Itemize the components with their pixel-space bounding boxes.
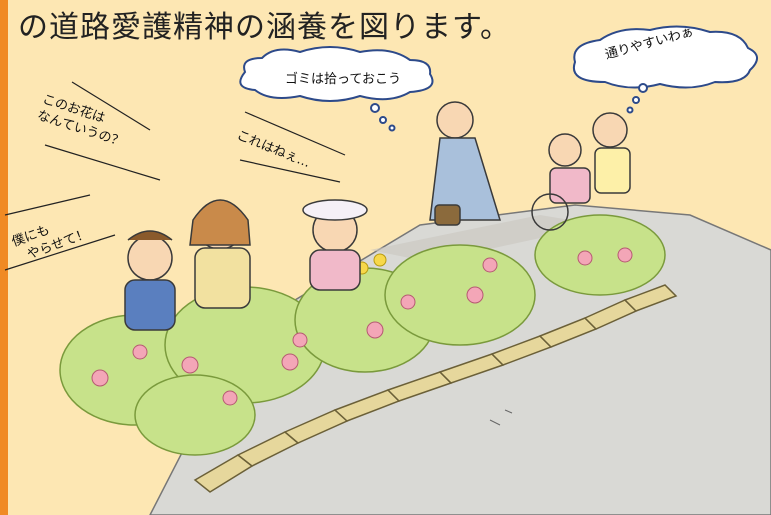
accent-bar — [0, 0, 8, 515]
mother-figure — [189, 199, 251, 309]
cloud-pickup-trash — [239, 46, 434, 132]
azalea-flowers — [91, 247, 633, 406]
grandma-figure — [302, 199, 368, 291]
speech-pickup-trash: ゴミは拾っておこう — [285, 72, 401, 87]
hedge-row — [59, 214, 666, 456]
wheelchair-group — [531, 112, 631, 231]
businessman-figure — [429, 101, 502, 226]
speech-lines — [4, 81, 346, 271]
cloud-easy-to-pass — [572, 25, 758, 114]
page-headline: の道路愛護精神の涵養を図ります。 — [18, 10, 511, 45]
road-marks — [489, 409, 513, 426]
boy-figure — [124, 230, 176, 331]
curb — [193, 284, 678, 493]
